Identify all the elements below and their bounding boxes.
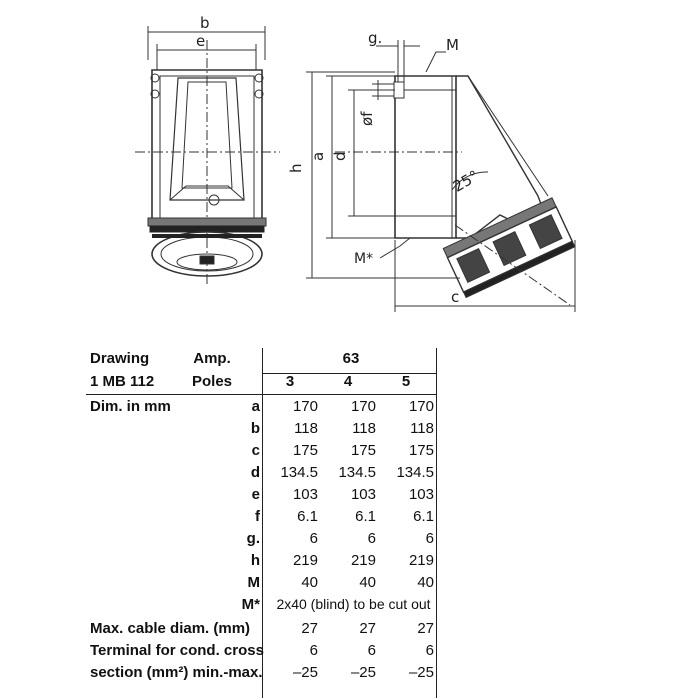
table-row: e 103 103 103 [0, 486, 700, 508]
mstar-value: 2x40 (blind) to be cut out [276, 596, 431, 612]
cable-value: 27 [417, 620, 434, 637]
table-divider-left [262, 348, 263, 698]
row-value: 40 [417, 574, 434, 591]
label-h: h [287, 163, 305, 173]
label-g: g. [368, 29, 382, 47]
label-c: c [451, 288, 459, 306]
table-row-terminal-2: section (mm²) min.-max. –25 –25 –25 [0, 664, 700, 686]
table-row: Dim. in mm a 170 170 170 [0, 398, 700, 420]
row-value: 118 [294, 420, 318, 437]
row-value: 170 [292, 398, 318, 415]
terminal-value: –25 [408, 664, 434, 681]
row-value: 219 [408, 552, 434, 569]
row-value: 118 [352, 420, 376, 437]
cable-value: 27 [301, 620, 318, 637]
label-m: M [446, 36, 459, 54]
row-value: 134.5 [396, 464, 434, 481]
row-value: 6.1 [297, 508, 318, 525]
terminal-value: –25 [350, 664, 376, 681]
front-view [135, 26, 280, 285]
row-value: 6 [309, 530, 318, 547]
label-angle: 25° [450, 167, 482, 196]
row-code: f [255, 508, 260, 525]
table-row: M 40 40 40 [0, 574, 700, 596]
drawing-label: Drawing [90, 350, 150, 367]
cable-label: Max. cable diam. (mm) [90, 620, 251, 637]
row-code: c [251, 442, 260, 459]
poles-5: 5 [401, 373, 411, 390]
amp-label: Amp. [193, 350, 231, 367]
label-m-star: M* [354, 251, 373, 267]
row-value: 6.1 [413, 508, 434, 525]
mstar-code: M* [241, 596, 260, 613]
row-value: 170 [408, 398, 434, 415]
row-value: 175 [350, 442, 376, 459]
label-e: e [196, 32, 205, 50]
row-code: h [250, 552, 260, 569]
row-code: e [251, 486, 260, 503]
table-row: c 175 175 175 [0, 442, 700, 464]
drawing-code: 1 MB 112 [90, 373, 155, 390]
row-value: 103 [408, 486, 434, 503]
row-value: 170 [350, 398, 376, 415]
terminal-value: 6 [309, 642, 318, 659]
table-row-terminal-1: Terminal for cond. cross 6 6 6 [0, 642, 700, 664]
amp-value: 63 [342, 350, 360, 367]
table-row: d 134.5 134.5 134.5 [0, 464, 700, 486]
row-value: 6 [425, 530, 434, 547]
table-rule-mid [262, 373, 437, 374]
cable-value: 27 [359, 620, 376, 637]
label-d: d [331, 151, 349, 161]
table-divider-right [436, 348, 437, 698]
row-value: 134.5 [338, 464, 376, 481]
header-row-poles: 1 MB 112 Poles 3 4 5 [0, 373, 700, 395]
table-row: f 6.1 6.1 6.1 [0, 508, 700, 530]
technical-drawing: b e g. M h a d øf c 25° M* [135, 14, 576, 312]
terminal-label-2: section (mm²) min.-max. [90, 664, 263, 681]
row-code: d [250, 464, 260, 481]
row-code: a [251, 398, 260, 415]
poles-3: 3 [285, 373, 295, 390]
label-f: øf [358, 111, 376, 126]
side-view [306, 40, 576, 312]
terminal-value: 6 [425, 642, 434, 659]
label-a: a [309, 152, 327, 161]
spec-table: Drawing Amp. 63 1 MB 112 Poles 3 4 5 Dim… [0, 340, 700, 700]
table-row-cable: Max. cable diam. (mm) 27 27 27 [0, 620, 700, 642]
table-row: h 219 219 219 [0, 552, 700, 574]
row-value: 219 [292, 552, 318, 569]
row-value: 134.5 [280, 464, 318, 481]
row-code: b [250, 420, 260, 437]
table-row-mstar: M* 2x40 (blind) to be cut out [0, 596, 700, 618]
row-value: 6 [367, 530, 376, 547]
header-row-amp: Drawing Amp. 63 [0, 350, 700, 372]
row-value: 118 [410, 420, 434, 437]
terminal-value: 6 [367, 642, 376, 659]
row-value: 6.1 [355, 508, 376, 525]
row-value: 175 [408, 442, 434, 459]
row-code: g. [246, 530, 260, 547]
row-value: 219 [350, 552, 376, 569]
row-value: 40 [301, 574, 318, 591]
row-value: 40 [359, 574, 376, 591]
table-rule-header [86, 394, 437, 395]
row-value: 175 [292, 442, 318, 459]
table-row: b 118 118 118 [0, 420, 700, 442]
label-b: b [200, 14, 210, 32]
dim-label: Dim. in mm [90, 398, 171, 415]
poles-label: Poles [191, 373, 233, 390]
poles-4: 4 [343, 373, 353, 390]
row-code: M [247, 574, 261, 591]
row-value: 103 [292, 486, 318, 503]
row-value: 103 [350, 486, 376, 503]
terminal-value: –25 [292, 664, 318, 681]
terminal-label-1: Terminal for cond. cross [90, 642, 264, 659]
table-row: g. 6 6 6 [0, 530, 700, 552]
